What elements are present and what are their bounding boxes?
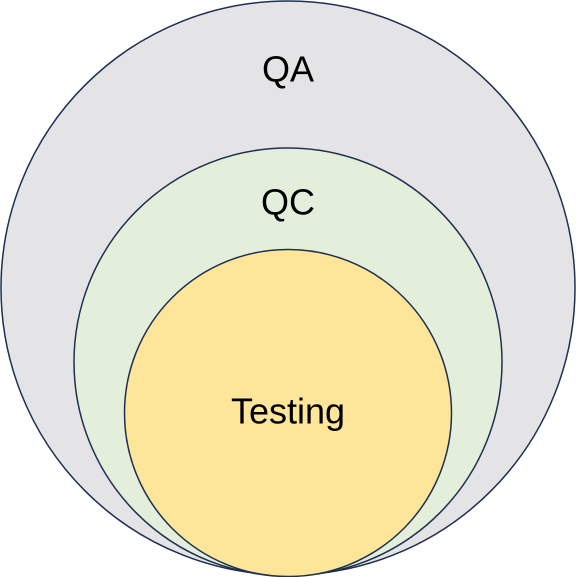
qc-label: QC [261, 182, 315, 223]
qa-label: QA [262, 49, 314, 90]
testing-label: Testing [231, 391, 345, 432]
